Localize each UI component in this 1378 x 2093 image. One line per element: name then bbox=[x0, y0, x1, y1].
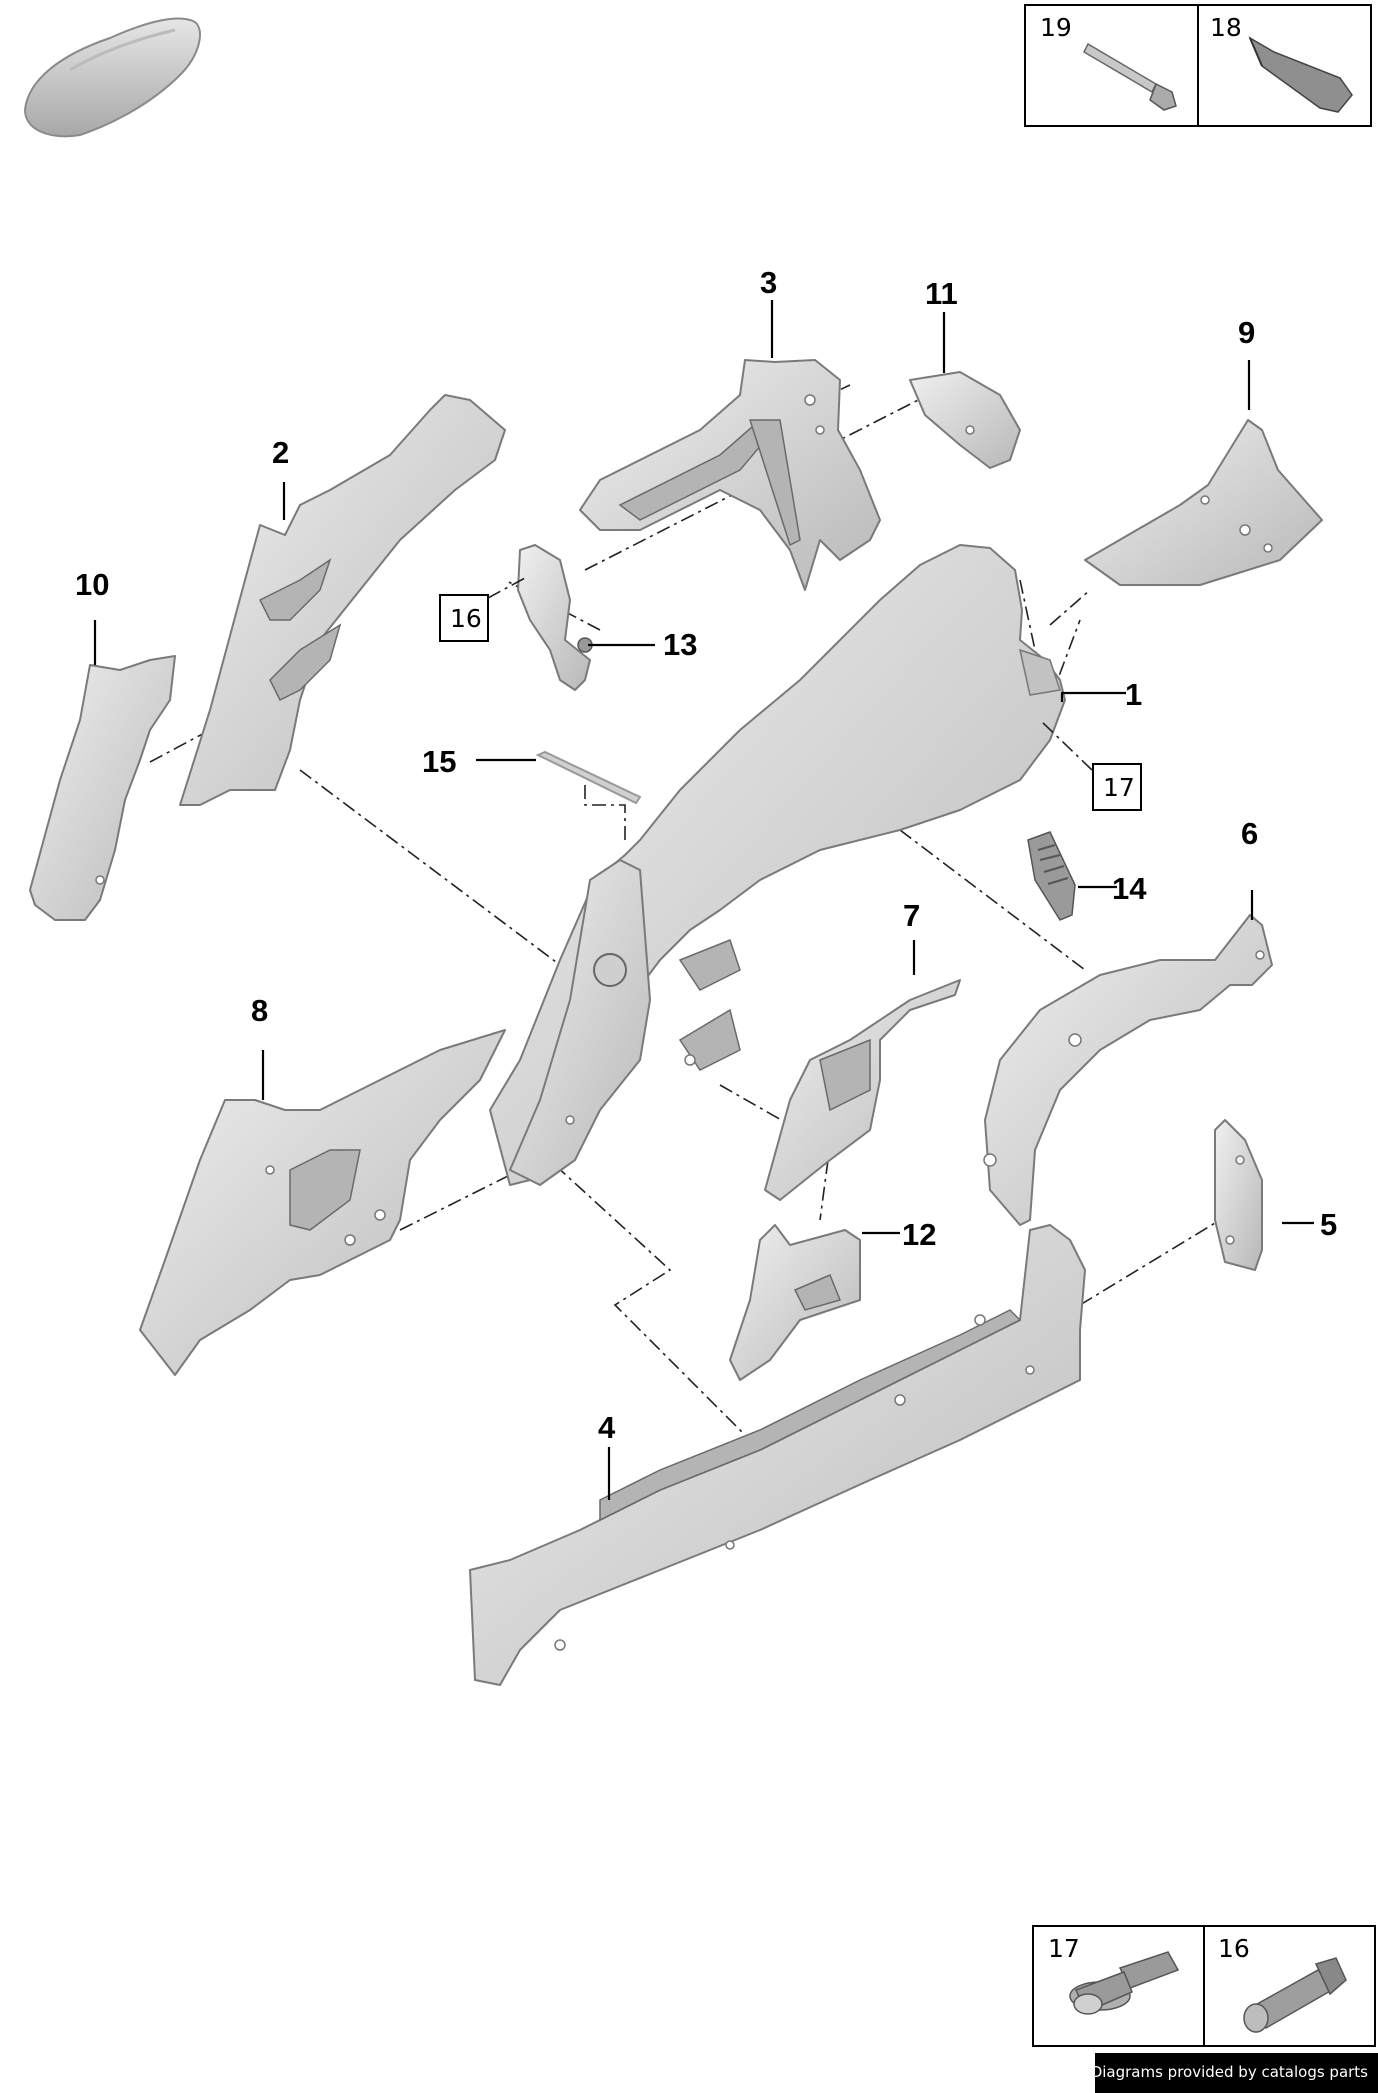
callout-4: 4 bbox=[598, 1410, 616, 1445]
callout-3: 3 bbox=[760, 265, 777, 300]
part-9-wheelhouse-panel bbox=[1084, 419, 1323, 586]
part-10-pillar-trim bbox=[29, 655, 176, 921]
svg-text:16: 16 bbox=[450, 604, 482, 633]
adhesive-tube-icon bbox=[1248, 36, 1353, 113]
svg-text:17: 17 bbox=[1103, 773, 1135, 802]
legend-label-16: 16 bbox=[1218, 1934, 1250, 1963]
callout-14: 14 bbox=[1112, 871, 1147, 906]
sealant-nozzle-icon bbox=[1083, 42, 1177, 111]
legend-label-19: 19 bbox=[1040, 13, 1072, 42]
callout-leaders bbox=[93, 300, 1314, 1500]
bottom-legend: 17 16 bbox=[1032, 1925, 1376, 2047]
callout-labels: 1 2 3 4 5 6 7 8 9 10 11 12 13 14 15 bbox=[75, 265, 1337, 1445]
callout-8: 8 bbox=[251, 993, 268, 1028]
callout-2: 2 bbox=[272, 435, 289, 470]
hex-bolt-icon bbox=[1243, 1957, 1347, 2033]
callout-12: 12 bbox=[902, 1217, 936, 1252]
car-thumbnail-icon bbox=[23, 17, 201, 138]
legend-label-18: 18 bbox=[1210, 13, 1242, 42]
part-13-small-bracket bbox=[517, 544, 593, 691]
part-6-wheel-arch-liner bbox=[983, 914, 1273, 1226]
part-4-side-sill bbox=[469, 1224, 1086, 1686]
boxed-reference-17: 17 bbox=[1039, 719, 1142, 811]
part-7-bracket bbox=[764, 979, 961, 1201]
part-14-vent-grille bbox=[1027, 831, 1076, 921]
part-11-bracket bbox=[909, 371, 1021, 469]
callout-9: 9 bbox=[1238, 315, 1255, 350]
part-15-strip bbox=[535, 750, 642, 805]
callout-6: 6 bbox=[1241, 816, 1258, 851]
callout-11: 11 bbox=[925, 276, 958, 311]
part-1-quarter-panel bbox=[489, 544, 1066, 1186]
callout-10: 10 bbox=[75, 567, 109, 602]
top-legend: 19 18 bbox=[1024, 4, 1372, 127]
callout-15: 15 bbox=[422, 744, 456, 779]
boxed-reference-16: 16 bbox=[439, 577, 526, 642]
part-2-pillar bbox=[179, 394, 506, 806]
part-12-bracket bbox=[729, 1224, 861, 1381]
footer-credit-text: Diagrams provided by catalogs parts bbox=[1090, 2063, 1368, 2081]
callout-7: 7 bbox=[903, 898, 920, 933]
footer-credit-bar: Diagrams provided by catalogs parts bbox=[1091, 2053, 1378, 2093]
callout-1: 1 bbox=[1125, 677, 1142, 712]
callout-5: 5 bbox=[1320, 1207, 1337, 1242]
part-3-inner-frame bbox=[579, 359, 881, 591]
legend-label-17: 17 bbox=[1048, 1934, 1080, 1963]
part-8-door-frame bbox=[139, 1029, 506, 1376]
part-5-plate bbox=[1214, 1119, 1263, 1271]
flange-bolt-icon bbox=[1069, 1951, 1180, 2015]
callout-13: 13 bbox=[663, 627, 697, 662]
